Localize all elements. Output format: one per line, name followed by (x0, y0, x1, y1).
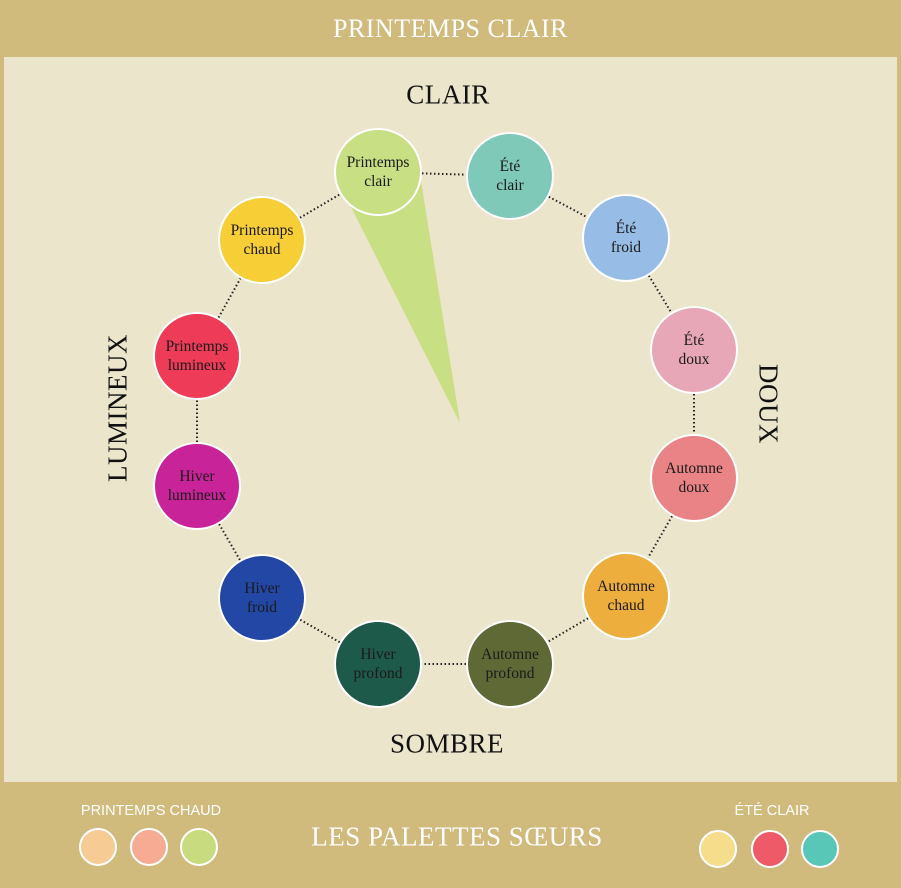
connector-line (217, 277, 242, 319)
season-automne-chaud[interactable]: Automne chaud (582, 552, 670, 640)
connector-line (421, 172, 467, 176)
season-automne-doux[interactable]: Automne doux (650, 434, 738, 522)
swatch-ete-clair-3[interactable] (801, 830, 839, 868)
swatch-ete-clair-2[interactable] (751, 830, 789, 868)
season-label: Automne profond (481, 646, 539, 682)
season-label: Printemps clair (346, 154, 410, 190)
swatch-printemps-chaud-1[interactable] (79, 828, 117, 866)
axis-label-clair: CLAIR (406, 79, 490, 110)
season-label: Hiver profond (353, 646, 403, 682)
swatch-printemps-chaud-3[interactable] (180, 828, 218, 866)
season-label: Été clair (496, 158, 524, 194)
season-ete-doux[interactable]: Été doux (650, 306, 738, 394)
connector-line (647, 515, 673, 559)
wheel-connector-lines (196, 172, 695, 665)
swatch-printemps-chaud-2[interactable] (130, 828, 168, 866)
wheel-panel (4, 57, 897, 782)
season-label: Automne chaud (597, 578, 655, 614)
season-hiver-profond[interactable]: Hiver profond (334, 620, 422, 708)
season-label: Hiver lumineux (167, 468, 227, 504)
sister-palettes-title: LES PALETTES SŒURS (311, 821, 603, 852)
axis-label-doux: DOUX (753, 364, 784, 444)
connector-line (548, 195, 588, 219)
season-automne-profond[interactable]: Automne profond (466, 620, 554, 708)
season-label: Hiver froid (244, 580, 280, 616)
connector-line (218, 523, 241, 561)
connector-line (647, 275, 673, 313)
swatch-ete-clair-1[interactable] (699, 830, 737, 868)
season-printemps-lumineux[interactable]: Printemps lumineux (153, 312, 241, 400)
season-ete-clair[interactable]: Été clair (466, 132, 554, 220)
axis-label-sombre: SOMBRE (389, 728, 505, 759)
season-label: Été froid (610, 220, 642, 256)
season-printemps-chaud[interactable]: Printemps chaud (218, 196, 306, 284)
sister-palette-label-left: PRINTEMPS CHAUD (80, 803, 222, 819)
header-bar: PRINTEMPS CLAIR (0, 0, 901, 57)
connector-line (299, 618, 341, 644)
season-ete-froid[interactable]: Été froid (582, 194, 670, 282)
season-label: Printemps chaud (230, 222, 294, 258)
season-hiver-froid[interactable]: Hiver froid (218, 554, 306, 642)
connector-line (547, 617, 589, 643)
sister-palette-label-right: ÉTÉ CLAIR (734, 803, 810, 819)
selection-pointer (350, 175, 460, 423)
season-label: Automne doux (665, 460, 723, 496)
season-label: Été doux (678, 332, 710, 368)
page-title: PRINTEMPS CLAIR (332, 13, 569, 43)
season-hiver-lumineux[interactable]: Hiver lumineux (153, 442, 241, 530)
connector-line (299, 193, 341, 219)
axis-label-lumineux: LUMINEUX (102, 334, 133, 482)
season-printemps-clair[interactable]: Printemps clair (334, 128, 422, 216)
season-label: Printemps lumineux (165, 338, 229, 374)
